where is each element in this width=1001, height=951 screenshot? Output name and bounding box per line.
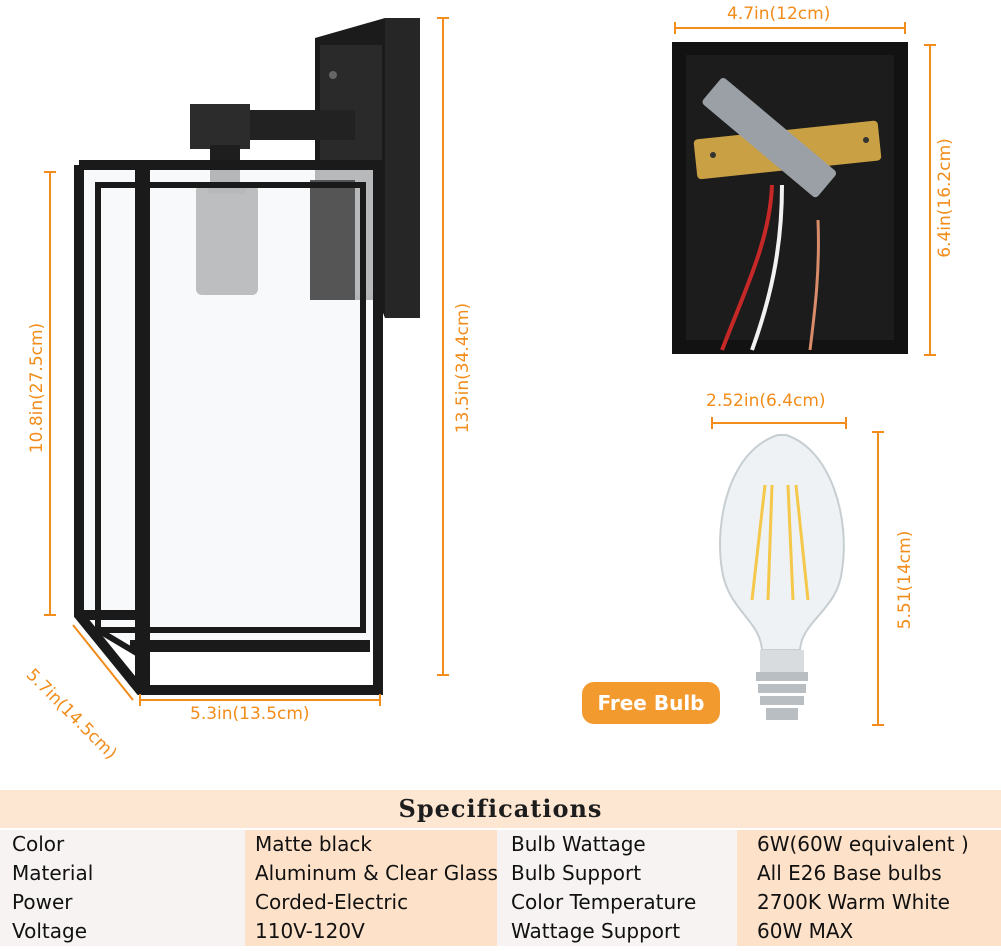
spec-value: Matte black: [245, 830, 497, 859]
specifications-table: Specifications Color Matte black Bulb Wa…: [0, 790, 1001, 951]
box-width-label: 4.7in(12cm): [727, 4, 831, 24]
lamp-shade-height-label: 10.8in(27.5cm): [27, 322, 47, 454]
table-row: Color Matte black Bulb Wattage 6W(60W eq…: [0, 830, 1001, 859]
spec-label: Power: [0, 888, 245, 917]
spec-value: 6W(60W equivalent ): [737, 830, 1001, 859]
specifications-grid: Color Matte black Bulb Wattage 6W(60W eq…: [0, 830, 1001, 946]
table-row: Power Corded-Electric Color Temperature …: [0, 888, 1001, 917]
mounting-box-illustration: [672, 42, 908, 354]
spec-label: Wattage Support: [497, 917, 737, 946]
wall-lantern-illustration: [74, 18, 420, 695]
table-row: Material Aluminum & Clear Glass Bulb Sup…: [0, 859, 1001, 888]
box-height-label: 6.4in(16.2cm): [935, 138, 955, 258]
bulb-width-label: 2.52in(6.4cm): [706, 391, 826, 411]
lamp-total-height-label: 13.5in(34.4cm): [453, 302, 473, 434]
spec-value: 110V-120V: [245, 917, 497, 946]
spec-value: All E26 Base bulbs: [737, 859, 1001, 888]
specifications-title: Specifications: [0, 790, 1001, 828]
spec-value: Aluminum & Clear Glass: [245, 859, 497, 888]
table-row: Voltage 110V-120V Wattage Support 60W MA…: [0, 917, 1001, 946]
spec-value: 2700K Warm White: [737, 888, 1001, 917]
free-bulb-badge: Free Bulb: [582, 682, 720, 724]
spec-label: Voltage: [0, 917, 245, 946]
spec-value: Corded-Electric: [245, 888, 497, 917]
spec-label: Color Temperature: [497, 888, 737, 917]
spec-label: Bulb Support: [497, 859, 737, 888]
spec-label: Color: [0, 830, 245, 859]
product-illustration: [44, 17, 936, 726]
spec-value: 60W MAX: [737, 917, 1001, 946]
edison-bulb-illustration: [719, 434, 845, 720]
spec-label: Bulb Wattage: [497, 830, 737, 859]
spec-label: Material: [0, 859, 245, 888]
bulb-height-label: 5.51(14cm): [895, 530, 915, 630]
lamp-width-label: 5.3in(13.5cm): [190, 704, 310, 724]
dimension-lines: [44, 17, 936, 726]
